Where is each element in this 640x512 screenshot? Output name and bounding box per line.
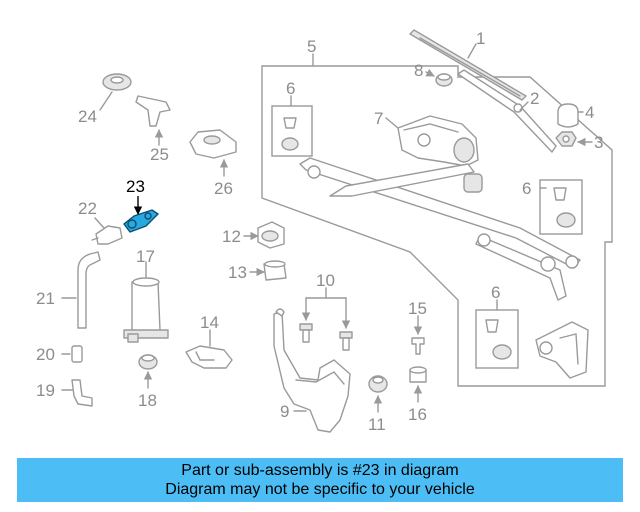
callout-14: 14 (200, 313, 219, 332)
callout-2: 2 (530, 89, 539, 108)
callout-26: 26 (214, 179, 233, 198)
callout-22: 22 (78, 199, 97, 218)
pivot-bracket[interactable] (535, 321, 589, 379)
plug-15[interactable] (411, 337, 425, 355)
callout-23-highlighted: 23 (126, 177, 145, 196)
callout-10: 10 (316, 271, 335, 290)
reservoir-mount-13[interactable] (263, 260, 287, 281)
washer-nozzle-grommet[interactable] (102, 73, 132, 91)
callout-21: 21 (36, 289, 55, 308)
washer-pump[interactable] (123, 277, 169, 343)
reservoir-grommet[interactable] (368, 375, 388, 393)
callout-20: 20 (36, 345, 55, 364)
wiper-linkage[interactable] (299, 157, 581, 301)
grommet-box-upper (271, 105, 313, 157)
reservoir-mount-12[interactable] (257, 221, 285, 249)
banner-line-2: Diagram may not be specific to your vehi… (165, 481, 475, 498)
pump-grommet[interactable] (138, 354, 158, 370)
callout-7: 7 (374, 109, 383, 128)
grommet-box-right (539, 179, 583, 235)
bolt-right[interactable] (339, 331, 353, 351)
callout-17: 17 (136, 247, 155, 266)
nozzle-bracket[interactable] (135, 95, 171, 127)
grommet-box-lower (475, 309, 519, 369)
plug-16[interactable] (409, 366, 427, 383)
callout-1: 1 (476, 29, 485, 48)
hose-elbow[interactable] (71, 379, 93, 407)
callout-25: 25 (150, 145, 169, 164)
callout-11: 11 (368, 415, 386, 434)
callout-9: 9 (280, 402, 289, 421)
pivot-cap[interactable] (557, 103, 579, 128)
callout-19: 19 (36, 381, 55, 400)
washer-hose[interactable] (77, 251, 101, 329)
callout-6-upper: 6 (286, 79, 295, 98)
grommet-lower[interactable] (485, 319, 512, 360)
wiper-motor[interactable] (397, 115, 479, 167)
banner-line-1: Part or sub-assembly is #23 in diagram (181, 462, 459, 479)
bolt-left[interactable] (299, 323, 313, 343)
grommet-right[interactable] (553, 187, 576, 228)
wiper-blade[interactable] (409, 29, 527, 101)
callout-6-lower: 6 (491, 283, 500, 302)
reservoir-bracket[interactable] (185, 345, 233, 369)
callout-3: 3 (594, 133, 603, 152)
callout-18: 18 (138, 391, 157, 410)
callout-5: 5 (307, 37, 316, 56)
grommet-upper[interactable] (281, 117, 299, 151)
callout-24: 24 (78, 107, 97, 126)
callout-6-right: 6 (522, 179, 531, 198)
hose-connector[interactable] (71, 345, 83, 363)
motor-bushing[interactable] (463, 173, 483, 193)
pivot-nut[interactable] (555, 131, 577, 147)
callout-12: 12 (222, 227, 241, 246)
callout-4: 4 (585, 103, 594, 122)
washer-check-valve-highlighted[interactable] (123, 209, 159, 233)
callout-16: 16 (408, 405, 427, 424)
callout-13: 13 (228, 263, 247, 282)
wiper-assembly-outline (261, 65, 613, 387)
arm-cap[interactable] (435, 73, 453, 87)
callout-8: 8 (414, 61, 423, 80)
washer-reservoir[interactable] (273, 308, 351, 433)
washer-nozzle-housing[interactable] (189, 129, 237, 159)
info-banner: Part or sub-assembly is #23 in diagram D… (17, 458, 623, 502)
callout-15: 15 (408, 299, 427, 318)
washer-connector[interactable] (91, 225, 123, 245)
